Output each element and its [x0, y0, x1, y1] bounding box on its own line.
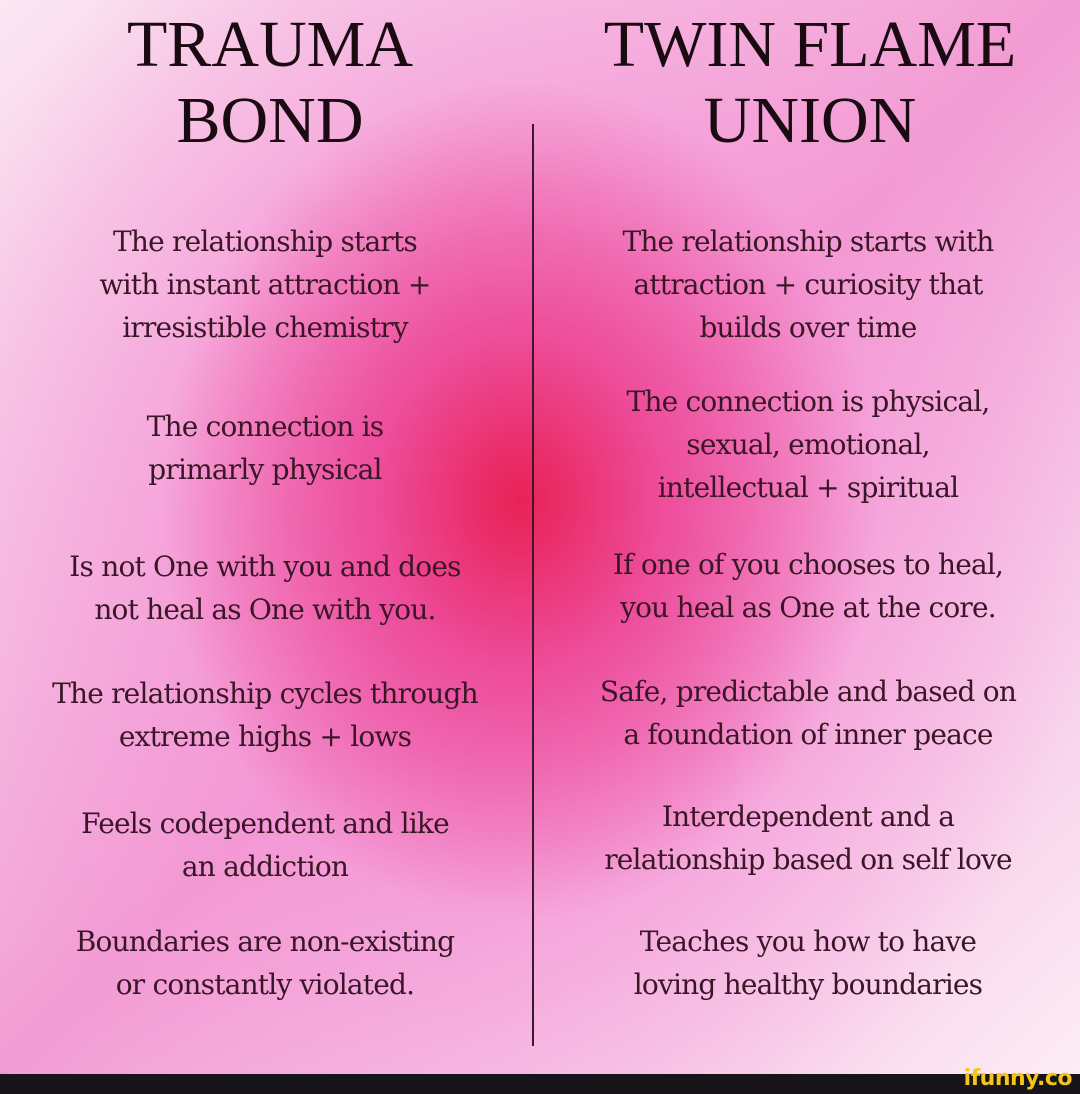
right-item: If one of you chooses to heal, you heal …: [538, 543, 1078, 629]
left-item: The relationship cycles through extreme …: [0, 672, 530, 758]
watermark-text: ifunny.co: [963, 1066, 1073, 1091]
item-line: with instant attraction +: [99, 268, 431, 301]
item-line: primarly physical: [148, 453, 382, 486]
right-item: Safe, predictable and based on a foundat…: [538, 670, 1078, 756]
item-line: a foundation of inner peace: [623, 718, 993, 751]
item-line: Safe, predictable and based on: [599, 675, 1017, 708]
item-line: relationship based on self love: [604, 843, 1012, 876]
item-line: builds over time: [699, 311, 917, 344]
left-title: TRAUMA BOND: [40, 12, 500, 154]
item-line: The relationship starts: [113, 225, 418, 258]
item-line: attraction + curiosity that: [633, 268, 983, 301]
item-line: Feels codependent and like: [81, 807, 450, 840]
item-line: sexual, emotional,: [686, 428, 930, 461]
item-line: The connection is: [146, 410, 385, 443]
item-line: The connection is physical,: [626, 385, 991, 418]
item-line: The relationship starts with: [622, 225, 994, 258]
right-title: TWIN FLAME UNION: [540, 12, 1080, 154]
ifunny-watermark: ifunny.co: [963, 1064, 1073, 1094]
watermark-bar: [0, 1074, 1080, 1094]
item-line: loving healthy boundaries: [633, 968, 983, 1001]
item-line: not heal as One with you.: [94, 593, 436, 626]
item-line: Interdependent and a: [661, 800, 955, 833]
left-item: Is not One with you and does not heal as…: [0, 545, 530, 631]
right-title-line: UNION: [703, 84, 917, 157]
left-item: The connection is primarly physical: [0, 405, 530, 491]
item-line: extreme highs + lows: [118, 720, 412, 753]
left-item: The relationship starts with instant att…: [0, 220, 530, 349]
right-item: The connection is physical, sexual, emot…: [538, 380, 1078, 509]
right-item: Teaches you how to have loving healthy b…: [538, 920, 1078, 1006]
item-line: you heal as One at the core.: [620, 591, 997, 624]
right-title-line: TWIN FLAME: [603, 8, 1017, 81]
item-line: irresistible chemistry: [122, 311, 408, 344]
item-line: If one of you chooses to heal,: [612, 548, 1004, 581]
left-item: Boundaries are non-existing or constantl…: [0, 920, 530, 1006]
item-line: Teaches you how to have: [639, 925, 977, 958]
right-item: Interdependent and a relationship based …: [538, 795, 1078, 881]
item-line: The relationship cycles through: [52, 677, 479, 710]
left-item: Feels codependent and like an addiction: [0, 802, 530, 888]
item-line: intellectual + spiritual: [657, 471, 959, 504]
right-item: The relationship starts with attraction …: [538, 220, 1078, 349]
left-title-line: TRAUMA: [126, 8, 413, 81]
item-line: Boundaries are non-existing: [75, 925, 455, 958]
item-line: or constantly violated.: [115, 968, 415, 1001]
left-title-line: BOND: [176, 84, 364, 157]
item-line: Is not One with you and does: [69, 550, 461, 583]
column-divider: [532, 124, 534, 1046]
item-line: an addiction: [181, 850, 349, 883]
